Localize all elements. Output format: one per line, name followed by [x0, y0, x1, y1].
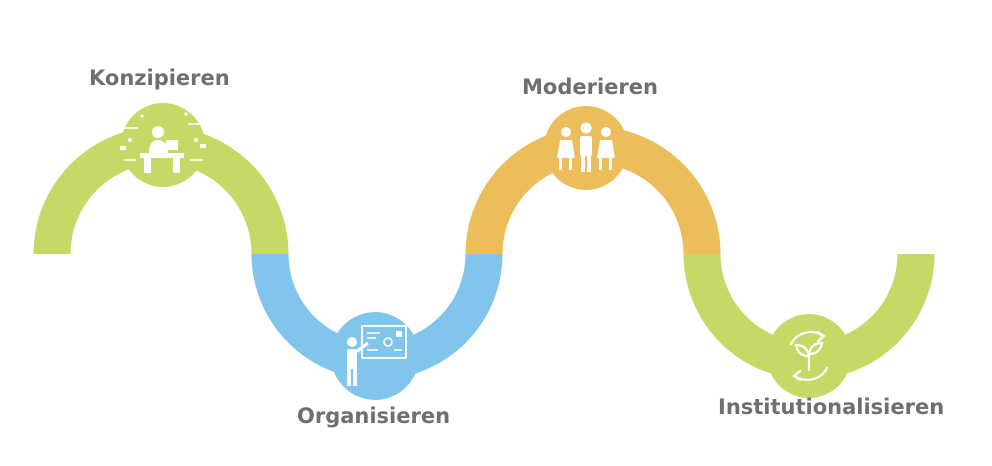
stage-2-node	[331, 312, 419, 400]
stage-3-node	[544, 106, 628, 190]
stage-3-label: Moderieren	[522, 75, 658, 99]
recycle-leaves-icon	[789, 330, 829, 382]
stage-1-label: Konzipieren	[89, 66, 230, 90]
stage-1-node	[120, 103, 206, 187]
person-at-desk-icon	[120, 112, 206, 173]
stage-2-label: Organisieren	[297, 404, 451, 428]
stage-4-node	[767, 314, 851, 398]
group-of-people-icon	[557, 122, 615, 172]
presenter-at-board-icon	[347, 325, 407, 386]
stage-4-label: Institutionalisieren	[718, 395, 945, 419]
